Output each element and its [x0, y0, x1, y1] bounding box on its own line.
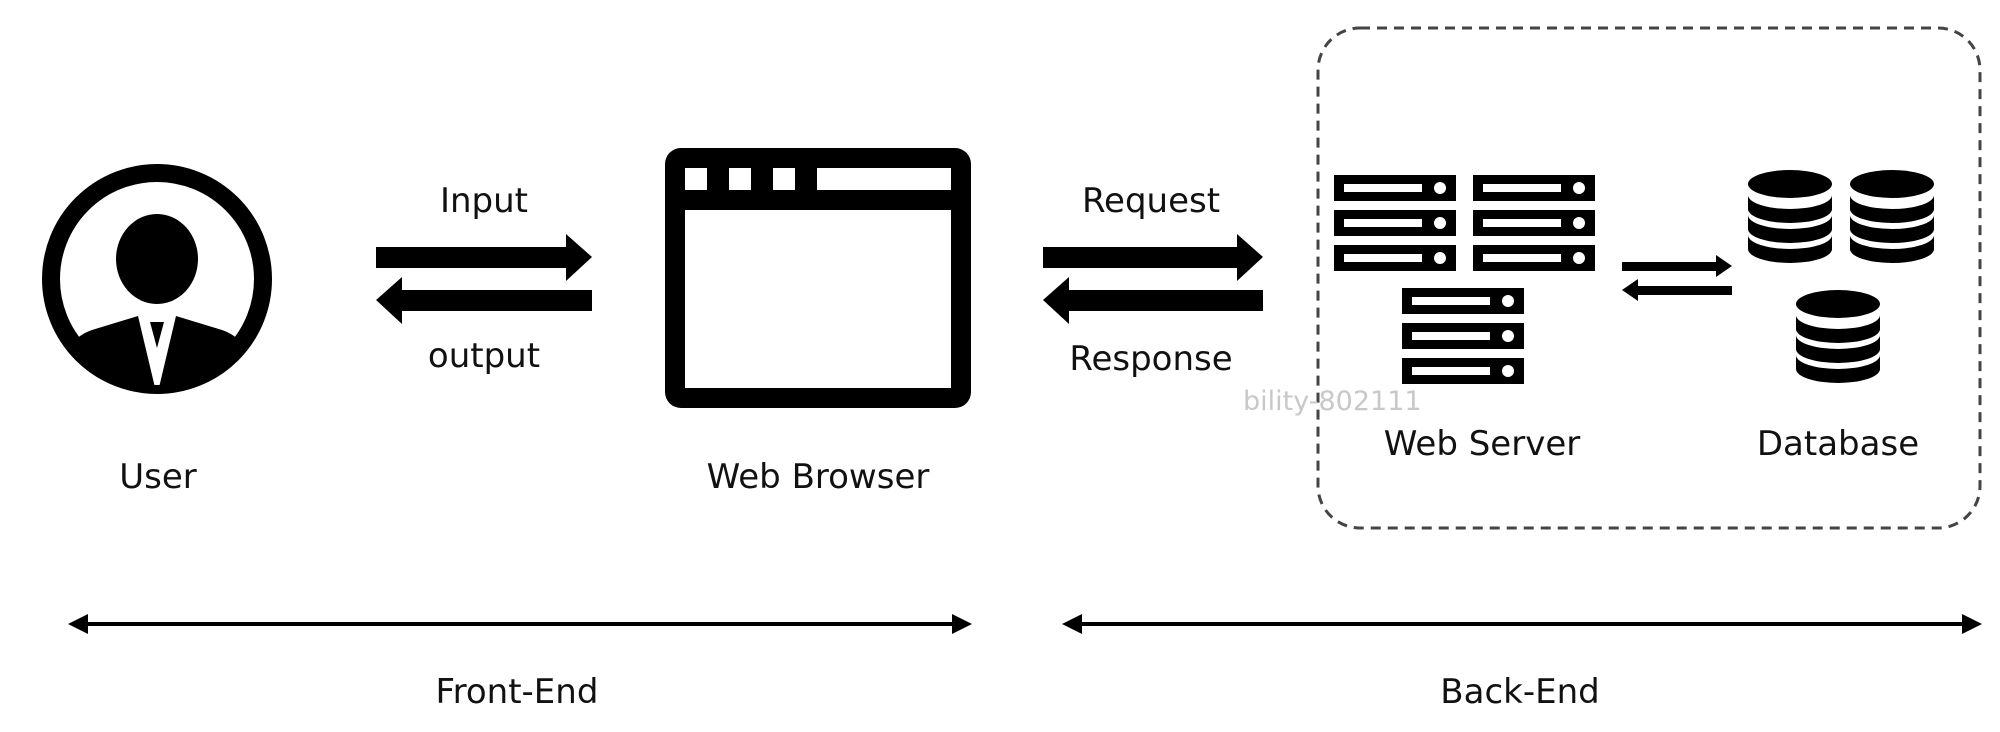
web-browser-label: Web Browser: [707, 457, 930, 497]
server-to-database-arrow: [1622, 255, 1732, 277]
browser-window-icon: [665, 148, 971, 408]
front-end-label: Front-End: [436, 672, 599, 712]
user-label: User: [119, 457, 197, 497]
watermark-text: bility-802111: [1243, 386, 1422, 417]
back-end-span-arrow: [1062, 614, 1982, 634]
request-label: Request: [1082, 181, 1220, 221]
response-label: Response: [1069, 339, 1232, 379]
back-end-label: Back-End: [1440, 672, 1599, 712]
input-arrow: [376, 234, 592, 281]
database-to-server-arrow: [1622, 279, 1732, 301]
output-label: output: [428, 336, 540, 376]
response-arrow: [1043, 277, 1263, 324]
web-server-label: Web Server: [1384, 424, 1580, 464]
database-icon: [1748, 170, 1934, 383]
server-rack-icon: [1334, 175, 1595, 384]
front-end-span-arrow: [68, 614, 972, 634]
input-label: Input: [440, 181, 528, 221]
request-arrow: [1043, 234, 1263, 281]
back-end-boundary: [1316, 26, 1982, 530]
user-icon: [42, 164, 272, 394]
database-label: Database: [1757, 424, 1919, 464]
output-arrow: [376, 277, 592, 324]
